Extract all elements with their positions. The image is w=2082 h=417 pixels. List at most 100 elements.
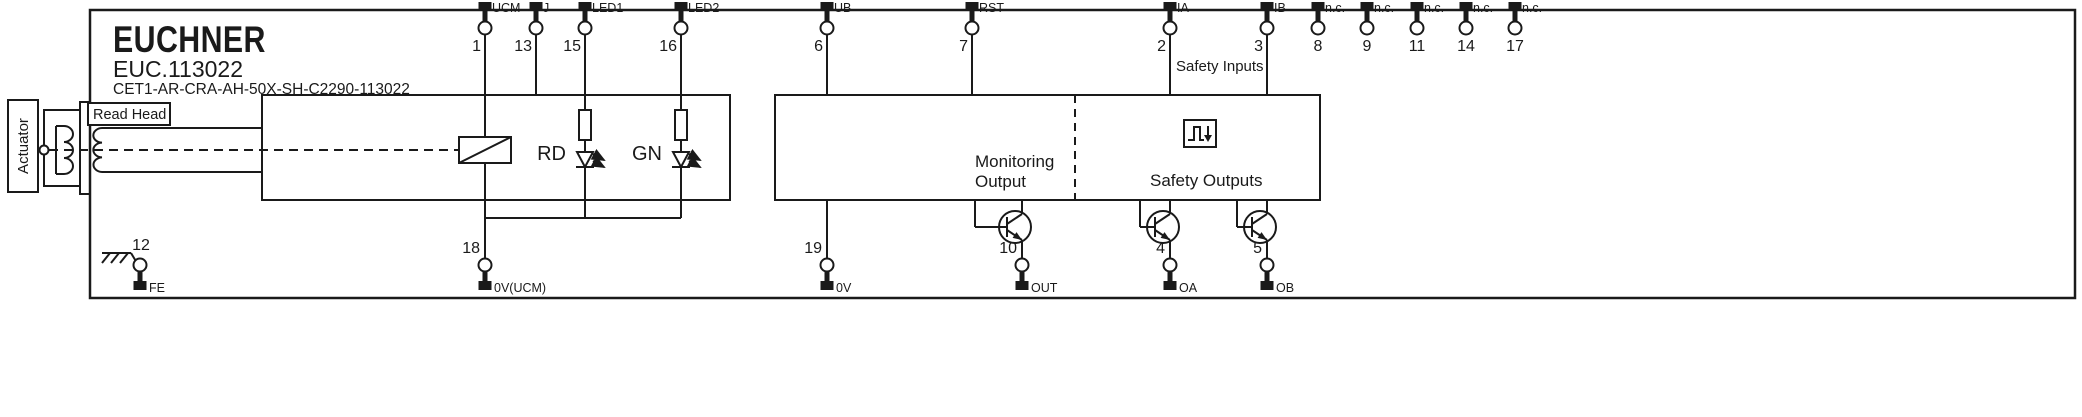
connector-pin-icon (1167, 271, 1173, 281)
pin-number: 12 (132, 237, 150, 254)
top-pin-ub: UB 6 (814, 1, 851, 55)
model-number: EUC.113022 (113, 56, 243, 82)
connector-icon (1410, 2, 1424, 11)
connector-pin-icon (582, 11, 588, 22)
pin-number: 3 (1254, 38, 1263, 55)
pin-label: UCM (492, 1, 520, 15)
connector-pin-icon (1512, 11, 1518, 22)
pin-number: 15 (563, 38, 581, 55)
pin-label: n.c. (1424, 1, 1444, 15)
connector-icon (1260, 2, 1274, 11)
pin-number: 2 (1157, 38, 1166, 55)
connector-icon (965, 2, 979, 11)
connector-icon (1163, 2, 1177, 11)
actuator-pivot (38, 144, 50, 156)
connector-pin-icon (137, 271, 143, 281)
connector-pin-icon (533, 11, 539, 22)
pin-number: 16 (659, 38, 677, 55)
connector-pin-icon (969, 11, 975, 22)
connector-pin-icon (824, 271, 830, 281)
connector-pin-icon (1414, 11, 1420, 22)
connector-pin-icon (482, 271, 488, 281)
pin-number: 11 (1409, 38, 1426, 55)
connector-pin-icon (1315, 11, 1321, 22)
pin-number: 1 (472, 38, 481, 55)
terminal-circle (1507, 20, 1523, 36)
top-pin-j: J 13 (514, 1, 549, 55)
relay-diagonal (458, 136, 512, 164)
connector-pin-icon (482, 11, 488, 22)
device-border (88, 8, 2077, 300)
connector-icon (820, 281, 834, 290)
read-head: Read Head (87, 102, 262, 173)
pin-label: 0V (836, 281, 852, 295)
evaluation-box-border (774, 94, 1321, 201)
terminal-circle (1014, 257, 1030, 273)
pin-number: 17 (1506, 38, 1524, 55)
top-pin-nc-8: n.c. 8 (1310, 1, 1345, 55)
top-pin-nc-17: n.c. 17 (1506, 1, 1542, 55)
led2-diode-icon (672, 152, 700, 167)
monitoring-output-label-line2: Output (975, 172, 1026, 191)
header: EUCHNER EUC.113022 CET1-AR-CRA-AH-50X-SH… (113, 19, 410, 98)
monitoring-output-label-line1: Monitoring (975, 152, 1054, 171)
pin-label: J (543, 1, 549, 15)
pin-label: OA (1179, 281, 1198, 295)
pin-number: 18 (462, 240, 480, 257)
bottom-pin-0vucm: 18 0V(UCM) (462, 240, 546, 295)
top-pin-ucm: UCM 1 (472, 1, 520, 55)
read-head-label-box (87, 102, 171, 126)
pin-label: LED2 (688, 1, 719, 15)
connector-icon (1163, 281, 1177, 290)
top-pin-led1: LED1 15 (563, 1, 623, 55)
pin-number: 7 (959, 38, 968, 55)
top-pin-led2: LED2 16 (659, 1, 719, 55)
pin-label: OB (1276, 281, 1294, 295)
connector-icon (674, 2, 688, 11)
terminal-circle (1259, 257, 1275, 273)
top-pin-ia: IA 2 (1157, 1, 1189, 55)
connector-icon (578, 2, 592, 11)
read-head-coil-icon (92, 127, 103, 173)
actuator-flange-bottom (79, 186, 90, 195)
pin-label: RST (979, 1, 1004, 15)
safety-inputs-label: Safety Inputs (1176, 58, 1264, 75)
pin-label: n.c. (1473, 1, 1493, 15)
top-pin-ib: IB 3 (1254, 1, 1286, 55)
connector-pin-icon (1264, 11, 1270, 22)
actuator-assembly: Actuator (7, 99, 90, 195)
evaluation-box: Monitoring Output Safety Outputs (774, 94, 1321, 201)
terminal-circle (577, 20, 593, 36)
electronics-box-border (261, 94, 731, 201)
pin-number: 10 (999, 240, 1017, 257)
connector-pin-icon (824, 11, 830, 22)
terminal-circle (819, 257, 835, 273)
pin-label: IA (1177, 1, 1189, 15)
terminal-circle (132, 257, 148, 273)
actuator-label-box (7, 99, 39, 193)
pin-label: FE (149, 281, 165, 295)
terminal-circle (819, 20, 835, 36)
pin-number: 5 (1253, 240, 1262, 257)
pin-label: LED1 (592, 1, 623, 15)
top-pin-rst: RST 7 (959, 1, 1004, 55)
connector-icon (478, 2, 492, 11)
terminal-circle (1359, 20, 1375, 36)
terminal-circle (1310, 20, 1326, 36)
connector-icon (478, 281, 492, 290)
led2-color-label: GN (632, 143, 662, 165)
pin-label: n.c. (1374, 1, 1394, 15)
bottom-pin-ob: 5 OB (1253, 240, 1294, 295)
pin-label: n.c. (1325, 1, 1345, 15)
bottom-pin-out: 10 OUT (999, 240, 1058, 295)
connector-icon (820, 2, 834, 11)
resistor-led2-icon (674, 109, 688, 141)
led1-color-label: RD (537, 143, 566, 165)
safety-outputs-label: Safety Outputs (1150, 171, 1262, 190)
led1-diode-icon (576, 152, 604, 167)
pin-label: UB (834, 1, 851, 15)
earth-icon (101, 252, 137, 264)
pin-label: IB (1274, 1, 1286, 15)
